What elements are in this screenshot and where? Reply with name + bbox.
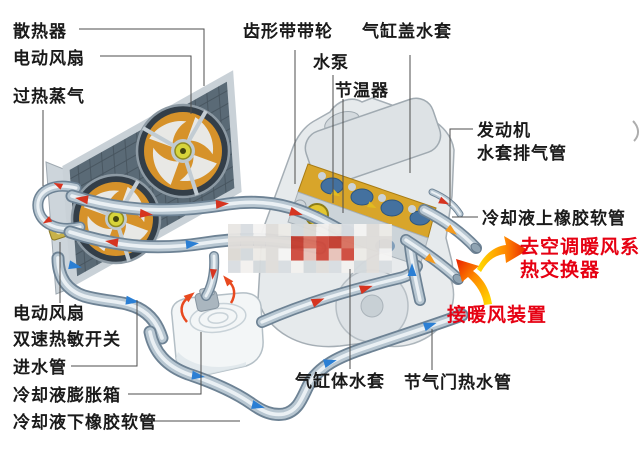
expansion-tank-illustration [170, 275, 264, 376]
label-cylinder-head-water-jacket: 气缸盖水套 [362, 22, 452, 41]
electric-fan-upper-illustration [135, 103, 231, 199]
censored-watermark-mosaic [228, 224, 392, 273]
label-electric-fan-bottom: 电动风扇 [13, 304, 85, 323]
label-dual-speed-thermal-switch: 双速热敏开关 [13, 330, 121, 349]
label-coolant-expansion-tank: 冷却液膨胀箱 [13, 386, 121, 405]
label-thermostat: 节温器 [335, 81, 389, 100]
heater-flow-arrow-up-left [456, 259, 492, 305]
label-coolant-lower-rubber-hose: 冷却液下橡胶软管 [13, 413, 157, 432]
label-water-jacket-exhaust-pipe: 水套排气管 [477, 144, 567, 163]
label-to-ac-heater-line1: 去空调暖风系 [520, 237, 640, 258]
label-engine: 发动机 [477, 121, 531, 140]
heater-flow-arrow-right [477, 236, 528, 272]
label-cylinder-block-water-jacket: 气缸体水套 [295, 372, 385, 391]
label-water-inlet-pipe: 进水管 [13, 358, 67, 377]
label-electric-fan-top: 电动风扇 [13, 49, 85, 68]
label-coolant-upper-rubber-hose: 冷却液上橡胶软管 [482, 209, 626, 228]
label-water-pump: 水泵 [313, 53, 349, 72]
head-water-jacket-cutaway [318, 172, 431, 226]
label-superheated-steam: 过热蒸气 [13, 87, 85, 106]
flow-direction-arrows [42, 182, 457, 409]
leader-lines [42, 28, 478, 422]
label-throttle-hot-water-pipe: 节气门热水管 [404, 373, 512, 392]
edge-artifact [632, 120, 639, 142]
label-to-ac-heater-line2: 热交换器 [520, 260, 601, 281]
label-connect-heater-device: 接暖风装置 [447, 305, 548, 326]
label-radiator: 散热器 [13, 22, 67, 41]
label-toothed-belt-pulley: 齿形带带轮 [243, 22, 333, 41]
